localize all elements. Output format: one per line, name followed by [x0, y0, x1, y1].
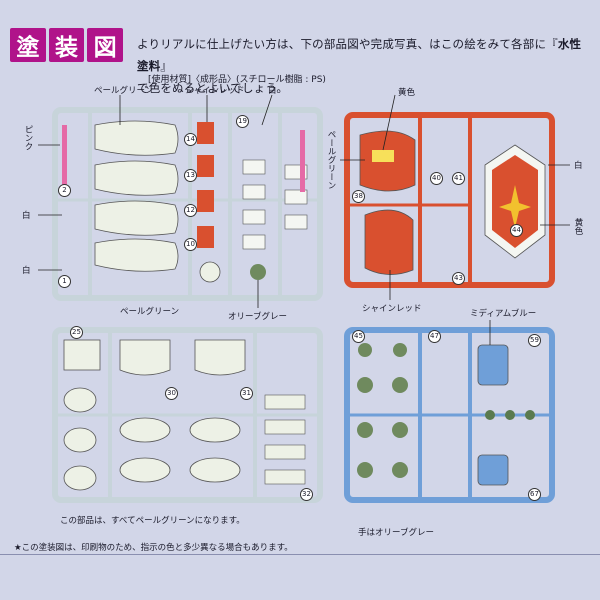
part-number: 19	[236, 115, 249, 128]
label-white-top: 白	[268, 86, 277, 96]
badge-char-3: 図	[87, 28, 124, 62]
leader-lines	[38, 94, 570, 345]
part-number: 40	[430, 172, 443, 185]
footer-note: ★この塗装図は、印刷物のため、指示の色と多少異なる場合もあります。	[14, 543, 293, 553]
part-number: 1	[58, 275, 71, 288]
part-number: 10	[184, 238, 197, 251]
part-number: 59	[528, 334, 541, 347]
label-pale-green-red: ペールグリーン	[326, 130, 336, 190]
intro-line2: で色をぬるとよいでしょう。	[137, 81, 289, 95]
runner-a	[52, 107, 323, 301]
label-pink: ピンク	[23, 125, 33, 151]
part-number: 13	[184, 169, 197, 182]
part-number: 43	[452, 272, 465, 285]
part-number: 47	[428, 330, 441, 343]
part-number: 14	[184, 133, 197, 146]
label-white-left1: 白	[22, 211, 31, 221]
intro-line1-end: 』	[160, 59, 173, 73]
badge-char-1: 塗	[10, 28, 46, 62]
badge-char-2: 装	[48, 28, 85, 62]
all-pale-green-note: この部品は、すべてペールグリーンになります。	[60, 516, 245, 526]
label-shine-red-2: シャインレッド	[362, 304, 422, 314]
part-number: 32	[300, 488, 313, 501]
runner-b	[344, 112, 555, 288]
label-medium-blue: ミディアムブルー	[470, 309, 537, 319]
materials-text: [使用材質]〈成形品〉(スチロール樹脂 : PS)	[148, 75, 326, 85]
part-number: 38	[352, 190, 365, 203]
label-white-right: 白	[574, 161, 583, 171]
part-number: 44	[510, 224, 523, 237]
label-pale-green-1: ペールグリーン	[94, 86, 154, 96]
part-number: 25	[70, 326, 83, 339]
part-number: 31	[240, 387, 253, 400]
intro-line1: よりリアルに仕上げたい方は、下の部品図や完成写真、はこの絵をみて各部に『	[137, 37, 558, 51]
painting-guide-badge: 塗 装 図	[10, 28, 126, 62]
label-pale-green-2: ペールグリーン	[120, 307, 180, 317]
label-yellow-right: 黄色	[573, 218, 583, 235]
part-number: 67	[528, 488, 541, 501]
part-number: 45	[352, 330, 365, 343]
runner-d	[344, 327, 555, 503]
part-number: 41	[452, 172, 465, 185]
label-shine-red-1: シャインレッド	[185, 86, 245, 96]
label-white-left2: 白	[22, 266, 31, 276]
part-number: 30	[165, 387, 178, 400]
part-number: 12	[184, 204, 197, 217]
intro-text: よりリアルに仕上げたい方は、下の部品図や完成写真、はこの絵をみて各部に『水性塗料…	[137, 33, 592, 99]
part-number: 2	[58, 184, 71, 197]
label-yellow-top: 黄色	[398, 88, 416, 98]
divider	[0, 554, 600, 555]
runner-c	[52, 327, 323, 503]
hands-olive-note: 手はオリーブグレー	[358, 528, 434, 538]
label-olive-gray: オリーブグレー	[228, 312, 287, 322]
intro-highlight: 水性塗料	[137, 37, 582, 73]
